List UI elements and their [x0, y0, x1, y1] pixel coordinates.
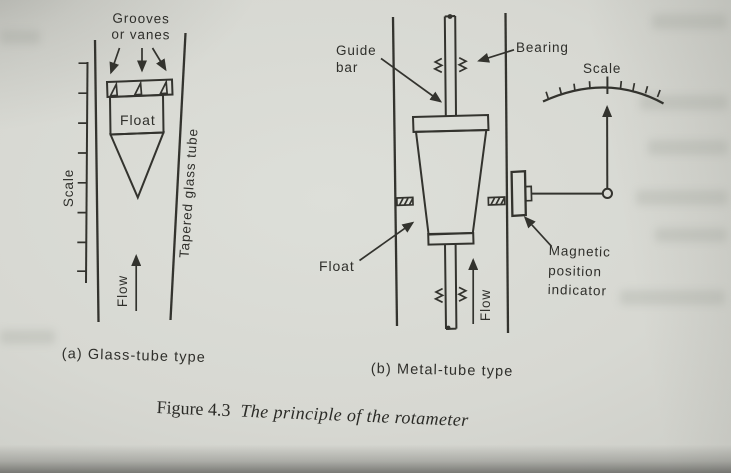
guide-rod-bottom: [444, 244, 458, 330]
bearing-leader-arrow: [477, 48, 515, 63]
rod-tip: [446, 325, 451, 330]
tube-wall-left: [93, 39, 100, 323]
float-rim: [105, 78, 174, 99]
page-showthrough: [0, 330, 55, 344]
vane-mark: [158, 78, 169, 95]
guide-bar: [443, 15, 457, 116]
wall-hatch-pad: [487, 196, 506, 206]
tube-wall-right: [169, 32, 187, 321]
caption-b: (b) Metal-tube type: [370, 361, 514, 380]
bearing-squiggle: [457, 286, 468, 302]
tube-wall-right: [504, 12, 510, 334]
scale-arc: [542, 86, 665, 105]
float-taper-body: [414, 128, 488, 236]
float-tail: [427, 231, 475, 246]
page-showthrough: [652, 14, 727, 29]
metal-tube-diagram: [359, 12, 665, 334]
float-cone: [109, 131, 165, 201]
bearing-squiggle: [432, 57, 444, 74]
page-showthrough: [620, 290, 725, 305]
vane-mark: [109, 81, 119, 97]
scale-ruler-line: [85, 61, 89, 284]
vane-leader-arrow: [109, 47, 121, 75]
pivot-circle: [601, 187, 614, 199]
flow-a-label: Flow: [115, 274, 130, 308]
arc-tick-marks: [545, 80, 661, 100]
magnetic-indicator-body: [510, 169, 527, 218]
tube-wall-left: [391, 16, 399, 327]
grooves-or-vanes-label: Grooves or vanes: [111, 10, 171, 42]
page-showthrough: [640, 95, 728, 110]
glass-tube-diagram: [77, 32, 187, 323]
page-showthrough: [655, 228, 727, 242]
guide-bar-tip: [447, 14, 453, 19]
page-showthrough: [0, 30, 40, 44]
bearing-squiggle: [433, 287, 445, 304]
float-b-label: Float: [319, 258, 355, 274]
scale-tick-marks: [77, 62, 88, 273]
bearing-label: Bearing: [516, 40, 569, 55]
float-leader-arrow: [359, 221, 415, 262]
float-cap: [411, 113, 490, 134]
scale-b-label: Scale: [583, 61, 622, 76]
guide-bar-leader-arrow: [380, 57, 443, 103]
bearing-squiggle: [457, 57, 468, 73]
guide-bar-label: Guide bar: [336, 43, 377, 75]
scale-a-label: Scale: [61, 168, 76, 208]
float-a-label: Float: [120, 112, 156, 128]
page-showthrough: [648, 140, 728, 155]
magnetic-position-indicator-label: Magnetic position indicator: [547, 242, 611, 299]
vane-mark: [133, 80, 143, 96]
indicator-notch: [524, 185, 533, 202]
vane-leader-arrow: [151, 47, 167, 72]
magnetic-leader-arrow: [523, 216, 553, 247]
page-showthrough: [636, 190, 728, 205]
flow-b-label: Flow: [478, 288, 493, 322]
wall-hatch-pad: [395, 196, 414, 207]
figure-caption-number: Figure 4.3: [156, 397, 231, 421]
